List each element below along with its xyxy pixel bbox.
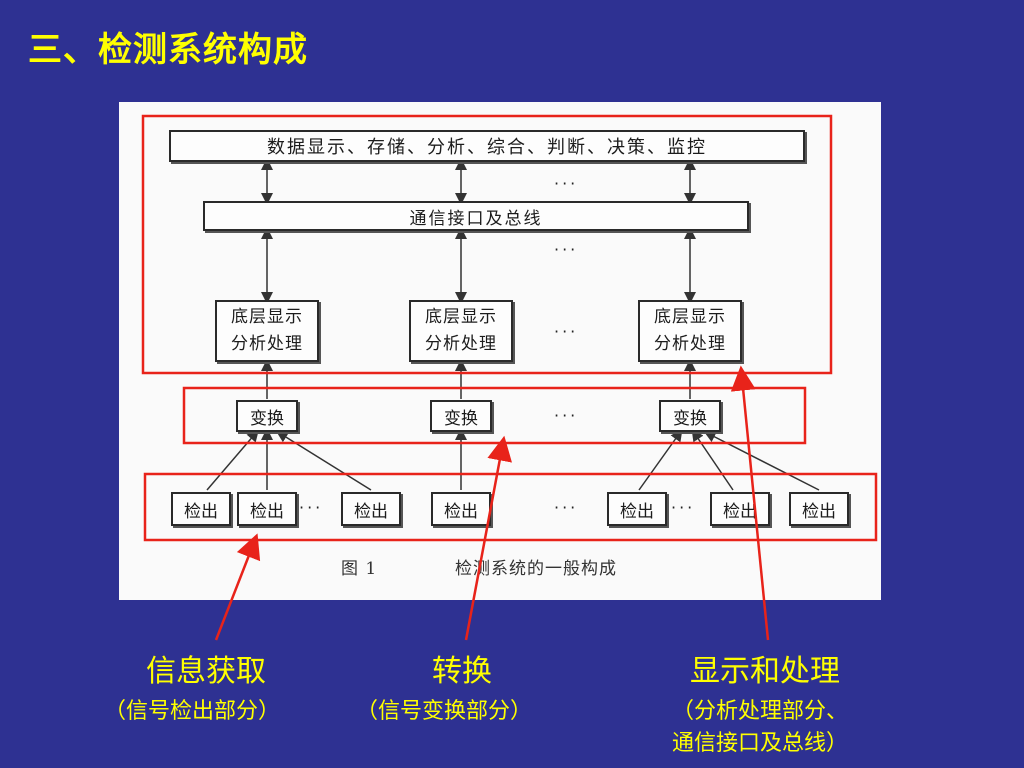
processing-line2: 分析处理 bbox=[231, 334, 303, 354]
conversion-arrow bbox=[464, 435, 512, 641]
conversion-highlight-rect bbox=[182, 386, 807, 445]
acquisition-highlight-rect bbox=[143, 472, 878, 542]
processing-line2: 分析处理 bbox=[425, 334, 497, 354]
ellipsis-detectors-left: ··· bbox=[299, 498, 324, 517]
conversion-label: 转换 bbox=[432, 654, 492, 689]
display-label: 显示和处理 bbox=[690, 654, 840, 689]
conversion-sublabel: （信号变换部分） bbox=[356, 699, 533, 724]
processing-box-3: 底层显示分析处理 bbox=[638, 300, 742, 362]
acquisition-label: 信息获取 bbox=[146, 654, 266, 689]
display-processing-highlight-rect bbox=[141, 114, 833, 375]
display-arrow bbox=[730, 365, 770, 641]
ellipsis-bus: ··· bbox=[554, 240, 579, 259]
detector-box-3: 检出 bbox=[341, 492, 401, 526]
display-sublabel-line2: 通信接口及总线） bbox=[672, 731, 849, 756]
figure-caption: 检测系统的一般构成 bbox=[455, 559, 617, 579]
processing-box-2: 底层显示分析处理 bbox=[409, 300, 513, 362]
detector-box-4: 检出 bbox=[431, 492, 491, 526]
ellipsis-top: ··· bbox=[554, 174, 579, 193]
figure-number: 图 1 bbox=[341, 559, 378, 579]
slide-title: 三、检测系统构成 bbox=[28, 30, 308, 70]
processing-line1: 底层显示 bbox=[231, 307, 303, 327]
ellipsis-detectors-mid: ··· bbox=[554, 498, 579, 517]
display-sublabel-line1: （分析处理部分、 bbox=[672, 699, 849, 724]
conversion-box-3: 变换 bbox=[659, 400, 721, 432]
processing-line2: 分析处理 bbox=[654, 334, 726, 354]
processing-line1: 底层显示 bbox=[425, 307, 497, 327]
detector-box-2: 检出 bbox=[237, 492, 297, 526]
acquisition-arrow bbox=[214, 533, 261, 641]
processing-box-1: 底层显示分析处理 bbox=[215, 300, 319, 362]
ellipsis-detectors-right: ··· bbox=[671, 498, 696, 517]
detector-box-6: 检出 bbox=[710, 492, 770, 526]
detector-box-1: 检出 bbox=[171, 492, 231, 526]
detector-box-7: 检出 bbox=[789, 492, 849, 526]
processing-line1: 底层显示 bbox=[654, 307, 726, 327]
system-diagram-figure: 数据显示、存储、分析、综合、判断、决策、监控 ··· 通信接口及总线 ··· 底… bbox=[119, 102, 881, 600]
ellipsis-conversion: ··· bbox=[554, 406, 579, 425]
conversion-box-2: 变换 bbox=[430, 400, 492, 432]
comm-bus-box: 通信接口及总线 bbox=[203, 201, 749, 231]
conversion-box-1: 变换 bbox=[236, 400, 298, 432]
ellipsis-processing: ··· bbox=[554, 322, 579, 341]
acquisition-sublabel: （信号检出部分） bbox=[104, 699, 281, 724]
data-display-box: 数据显示、存储、分析、综合、判断、决策、监控 bbox=[169, 130, 805, 162]
detector-box-5: 检出 bbox=[607, 492, 667, 526]
